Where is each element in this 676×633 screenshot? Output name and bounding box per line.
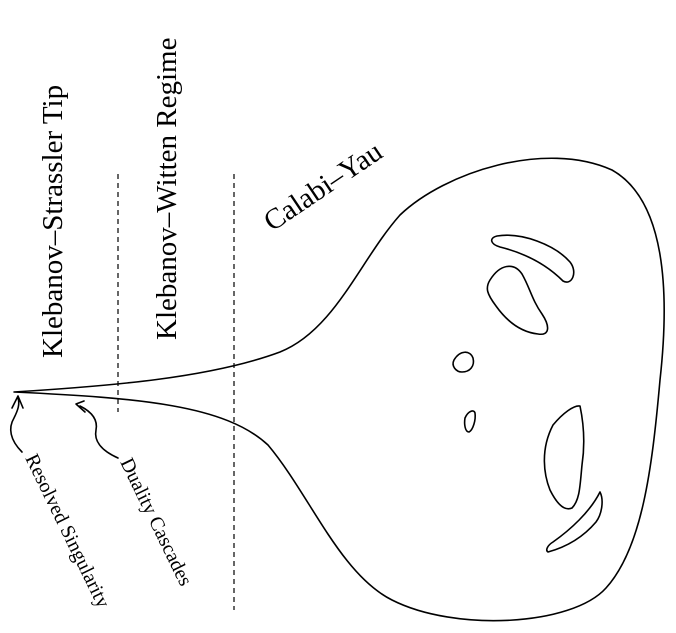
cycle-tiny-droplet	[463, 410, 476, 433]
ks-tip-label: Klebanov–Strassler Tip	[37, 85, 69, 358]
throat-bulk-outline	[13, 157, 665, 622]
duality-cascades-label: Duality Cascades	[116, 455, 197, 590]
duality-cascades-arrow	[79, 405, 119, 459]
cycle-small-droplet	[452, 351, 475, 373]
duality-cascades-arrowhead	[75, 400, 86, 413]
cycle-bottom-arc	[546, 491, 603, 553]
cycle-top	[490, 234, 575, 283]
cycle-large	[486, 265, 549, 336]
resolved-singularity-label: Resolved Singularity	[21, 451, 115, 612]
kw-regime-label: Klebanov–Witten Regime	[151, 38, 183, 340]
cycle-lower-large	[543, 405, 585, 510]
resolved-singularity-arrow	[9, 397, 23, 453]
resolved-singularity-arrowhead	[11, 395, 24, 409]
calabi-yau-label: Calabi–Yau	[258, 135, 388, 237]
